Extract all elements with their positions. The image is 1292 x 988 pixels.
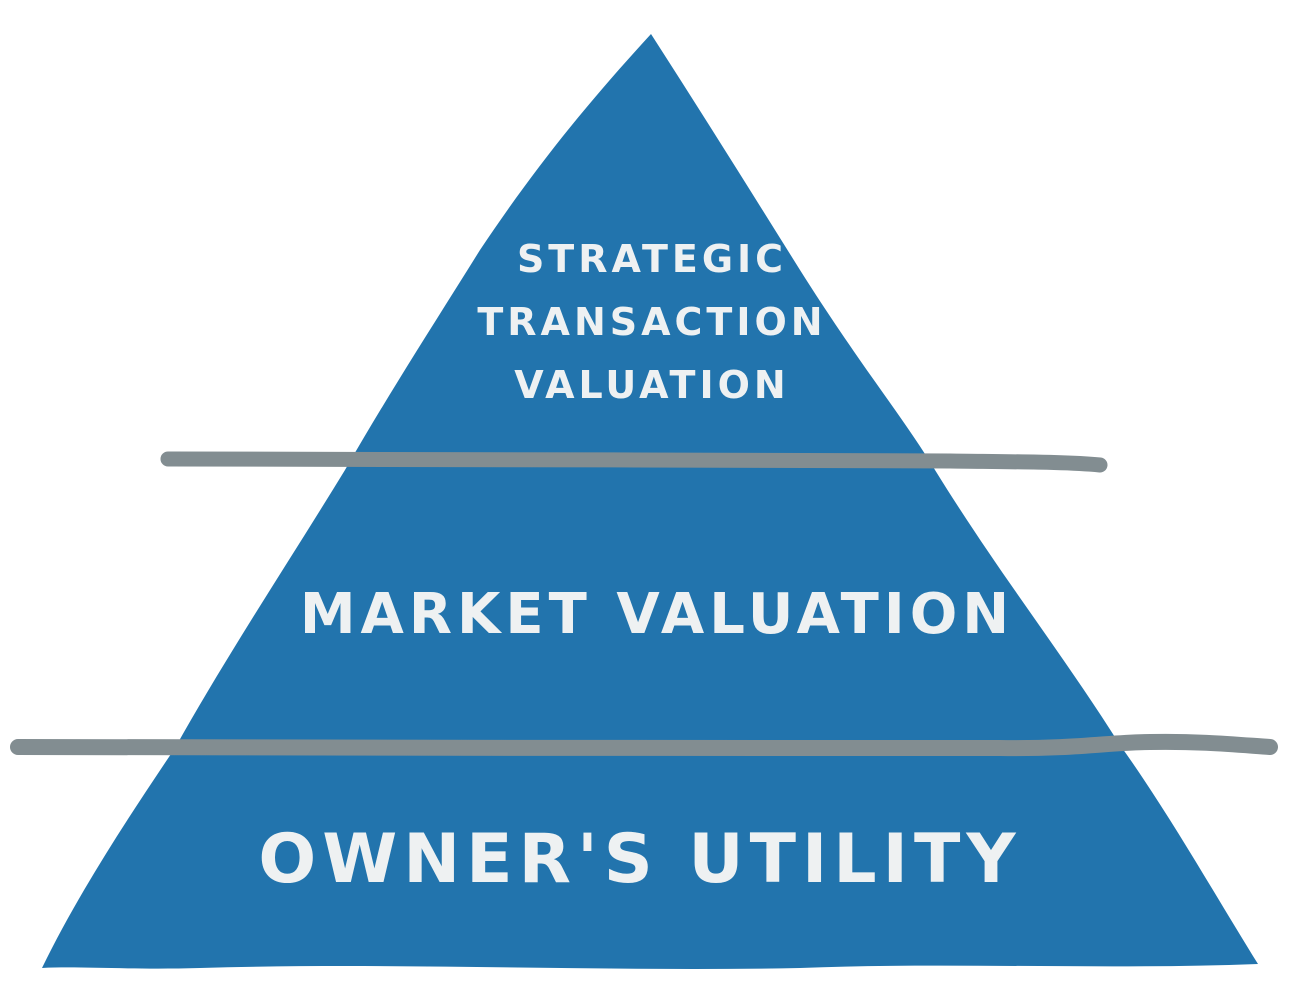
top-tier-label: STRATEGIC TRANSACTION VALUATION bbox=[477, 237, 826, 407]
top-tier-line-3: VALUATION bbox=[514, 363, 789, 407]
pyramid-shape bbox=[42, 34, 1258, 969]
bottom-tier-label: OWNER'S UTILITY bbox=[258, 820, 1021, 899]
lower-divider-line bbox=[10, 733, 1278, 757]
middle-tier-label: MARKET VALUATION bbox=[300, 582, 1014, 647]
top-tier-line-1: STRATEGIC bbox=[517, 237, 787, 281]
upper-divider-line bbox=[160, 451, 1108, 473]
top-tier-line-2: TRANSACTION bbox=[477, 300, 826, 344]
